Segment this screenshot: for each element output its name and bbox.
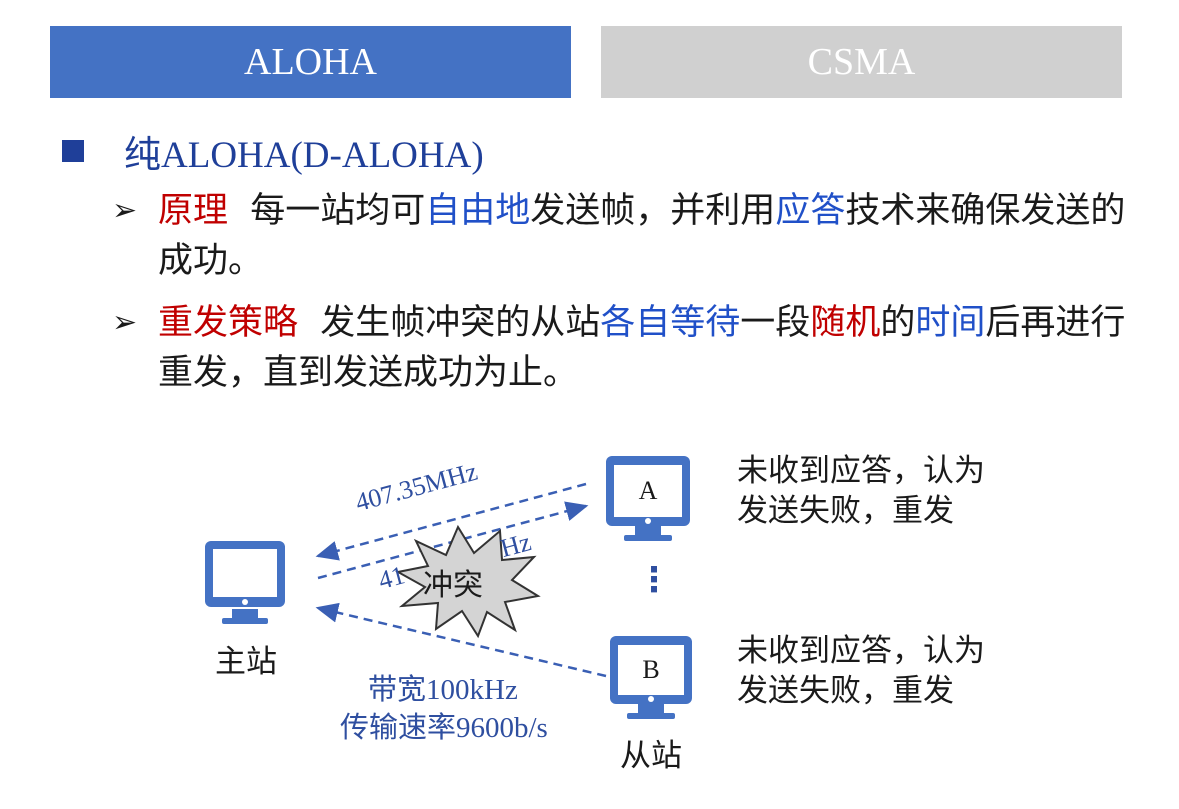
msg-b-line2: 发送失败，重发 xyxy=(737,673,954,709)
bullet-text-run: 技术来确保发送的成功。 xyxy=(158,191,1126,281)
bullet-text-run: 后再进行重发，直到发送成功为止。 xyxy=(158,303,1126,393)
collision-burst-icon xyxy=(395,524,541,639)
title-text: 纯ALOHA(D-ALOHA) xyxy=(124,135,484,176)
msg-a-line2: 发送失败，重发 xyxy=(737,493,954,529)
bandwidth-label: 带宽100kHz xyxy=(368,674,518,706)
bullet-text-run: 应答 xyxy=(775,191,846,231)
arrow-bullet-icon: ➢ xyxy=(112,193,138,228)
bullet-retransmit: ➢ 重发策略 发生帧冲突的从站各自等待一段随机的时间后再进行重发，直到发送成功为… xyxy=(112,298,1132,398)
bullet-text-run: 重发策略 xyxy=(158,303,299,343)
slave-label: 从站 xyxy=(620,738,682,774)
bullet-text-run: 原理 xyxy=(158,191,229,231)
bullet-text-run: 的 xyxy=(880,303,916,343)
downlink-a-arrow xyxy=(315,482,587,561)
slave-b-computer-icon: B xyxy=(610,636,692,719)
uplink-b-arrow xyxy=(315,602,607,678)
bullet-text-run: 发生帧冲突的从站 xyxy=(298,303,601,343)
bullet-text-run: 一段 xyxy=(740,303,811,343)
bullet-text-run: 每一站均可 xyxy=(228,191,426,231)
bullet-retransmit-text: 重发策略 发生帧冲突的从站各自等待一段随机的时间后再进行重发，直到发送成功为止。 xyxy=(158,298,1132,398)
master-label: 主站 xyxy=(215,644,277,680)
bullet-principle-text: 原理 每一站均可自由地发送帧，并利用应答技术来确保发送的成功。 xyxy=(158,186,1132,286)
bullet-text-run: 时间 xyxy=(915,303,986,343)
square-bullet-icon xyxy=(62,140,84,162)
node-a-label: A xyxy=(639,476,658,505)
node-b-label: B xyxy=(642,655,659,684)
ellipsis-icon: ⋮ xyxy=(637,560,671,600)
collision-label: 冲突 xyxy=(423,568,483,603)
rate-label: 传输速率9600b/s xyxy=(340,712,548,744)
bullet-text-run: 发送帧，并利用 xyxy=(530,191,776,231)
bullet-text-run: 各自等待 xyxy=(600,303,741,343)
bullet-text-run: 自由地 xyxy=(425,191,531,231)
arrow-bullet-icon: ➢ xyxy=(112,305,138,340)
bullet-text-run: 随机 xyxy=(810,303,881,343)
slave-a-computer-icon: A xyxy=(606,456,690,541)
msg-b-line1: 未收到应答，认为 xyxy=(737,633,985,669)
tab-aloha[interactable]: ALOHA xyxy=(50,26,571,98)
section-title: 纯ALOHA(D-ALOHA) xyxy=(62,128,484,176)
bullet-principle: ➢ 原理 每一站均可自由地发送帧，并利用应答技术来确保发送的成功。 xyxy=(112,186,1132,286)
msg-a-line1: 未收到应答，认为 xyxy=(737,453,985,489)
tab-csma[interactable]: CSMA xyxy=(601,26,1122,98)
master-computer-icon xyxy=(205,541,285,624)
